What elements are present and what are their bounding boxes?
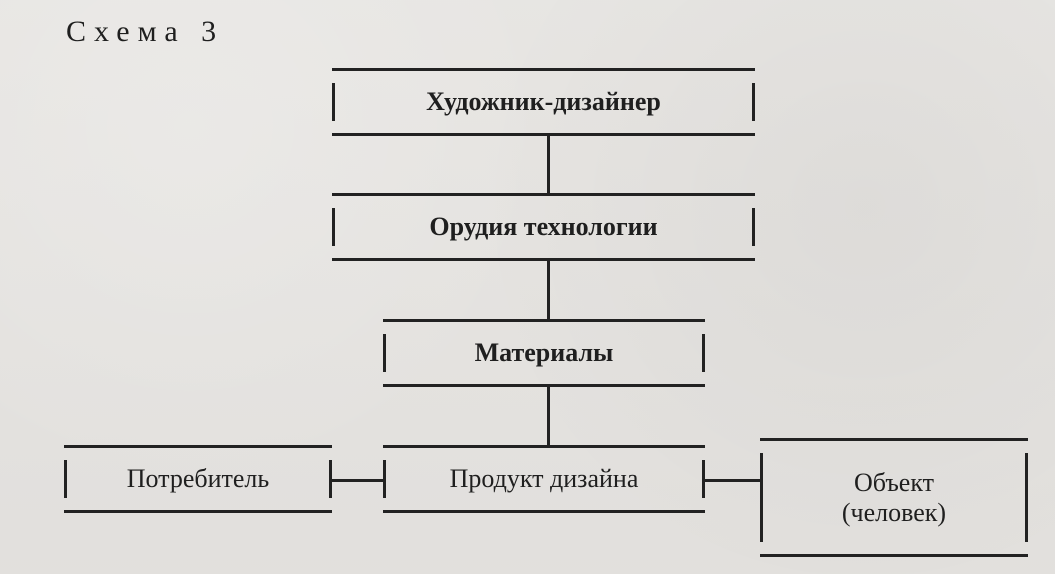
node-object-human: Объект (человек) xyxy=(760,438,1028,557)
connector-artist-tools xyxy=(547,136,550,193)
node-label-materials: Материалы xyxy=(474,338,614,368)
node-artist-designer: Художник-дизайнер xyxy=(332,68,755,136)
node-design-product: Продукт дизайна xyxy=(383,445,705,513)
diagram-title: Схема 3 xyxy=(66,15,225,48)
connector-consumer-product xyxy=(332,479,383,482)
node-materials: Материалы xyxy=(383,319,705,387)
node-label-design-product: Продукт дизайна xyxy=(449,464,639,494)
node-label-artist-designer: Художник-дизайнер xyxy=(426,87,661,117)
node-label-object-human: Объект (человек) xyxy=(841,468,947,527)
connector-tools-materials xyxy=(547,261,550,319)
node-tools-technology: Орудия технологии xyxy=(332,193,755,261)
node-consumer: Потребитель xyxy=(64,445,332,513)
node-label-tools-technology: Орудия технологии xyxy=(429,212,658,242)
connector-materials-product xyxy=(547,387,550,445)
node-label-consumer: Потребитель xyxy=(126,464,270,494)
connector-product-object xyxy=(705,479,760,482)
